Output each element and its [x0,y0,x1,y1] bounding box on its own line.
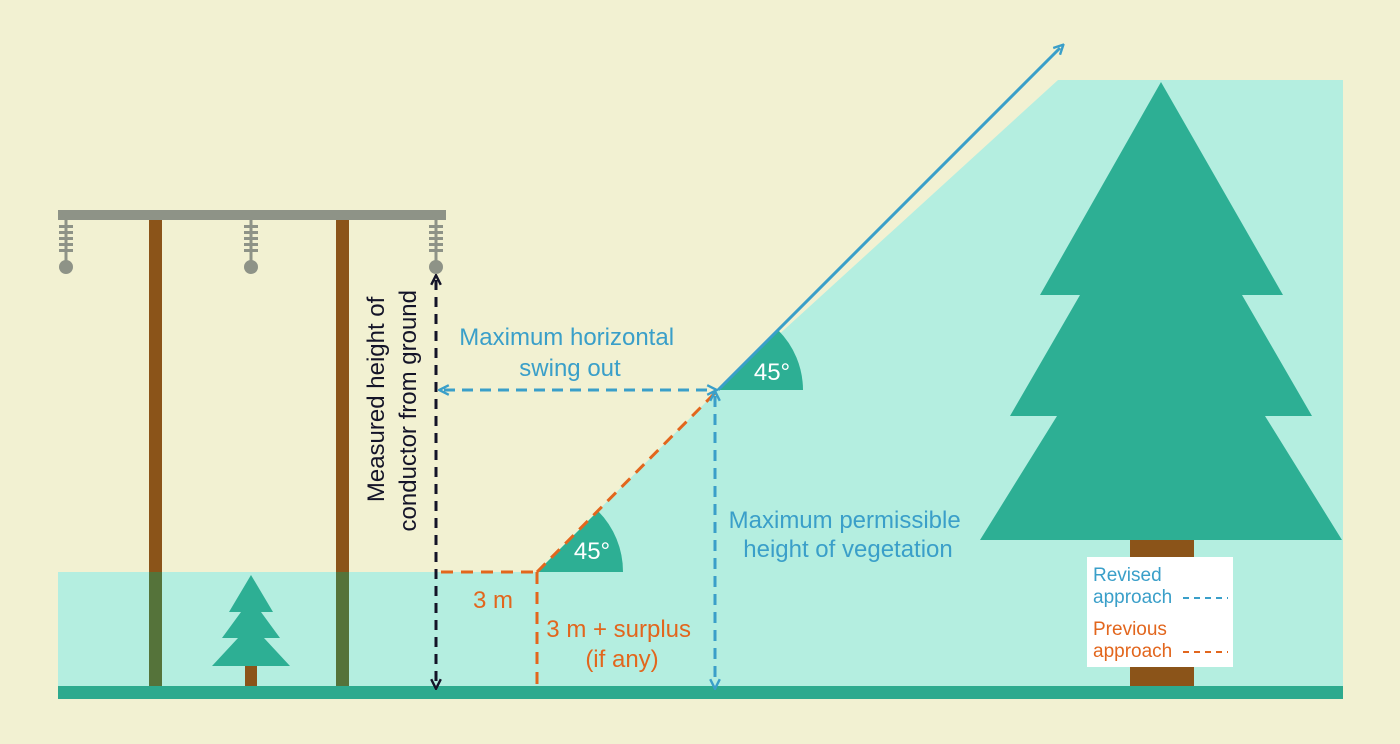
revised-slope-line [716,48,1060,392]
right-pole-zone-tint [336,572,349,688]
angle-label-lower: 45° [574,538,610,565]
legend-revised-label: Revised approach [1093,565,1172,608]
angle-wedge-upper [718,330,803,390]
left-pole [149,218,162,688]
ground-line [58,686,1343,699]
left-pole-zone-tint [149,572,162,688]
angle-label-upper: 45° [754,359,790,386]
three-m-surplus-label: 3 m + surplus (if any) [546,616,697,673]
crossarm [58,210,446,220]
insulator-middle [244,220,258,274]
power-line-structure [58,210,446,688]
previous-slope-line [535,388,720,574]
angle-wedge-lower [537,511,624,572]
three-m-label: 3 m [473,587,513,614]
insulator-right [429,220,443,274]
small-tree-icon [212,575,290,688]
insulator-left [59,220,73,274]
measured-height-label: Measured height of conductor from ground [363,290,422,531]
horizontal-swing-label: Maximum horizontal swing out [459,324,680,382]
right-pole [336,218,349,688]
legend-background [1087,557,1233,667]
legend: Revised approach Previous approach [1087,557,1233,667]
max-vegetation-label: Maximum permissible height of vegetation [729,507,968,563]
legend-previous-label: Previous approach [1093,619,1172,662]
